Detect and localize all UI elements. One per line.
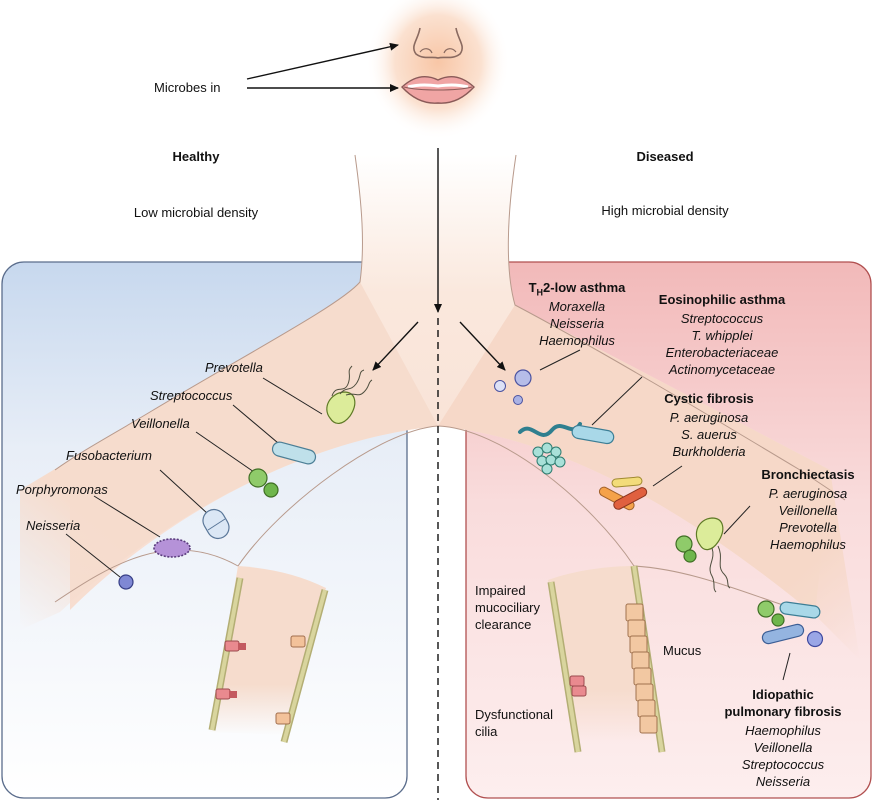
porphyromonas-bacterium-icon: [153, 538, 191, 558]
eosinophilic-bacteria-cluster-icon: [518, 422, 615, 475]
arrows: [246, 42, 506, 371]
neisseria-label: Neisseria: [26, 518, 81, 533]
prevotella-label: Prevotella: [205, 360, 263, 375]
arrow-to-nose: [246, 42, 399, 80]
leader-lines: [65, 349, 791, 681]
streptococcus-label: Streptococcus: [150, 388, 233, 403]
mucus-label: Mucus: [663, 643, 702, 658]
th2-bacteria-cluster-icon: [494, 369, 532, 405]
veillonella-bacterium-icon: [248, 468, 279, 498]
airway: [20, 154, 860, 742]
neisseria-bacterium-icon: [118, 574, 134, 590]
diseased-epithelium: [547, 565, 666, 753]
arrow-to-diseased: [459, 321, 506, 371]
prevotella-bacterium-icon: [326, 365, 373, 424]
healthy-density-label: Low microbial density: [133, 205, 259, 220]
fusobacterium-label: Fusobacterium: [66, 448, 152, 463]
healthy-epithelium: [208, 577, 329, 743]
microbes-in-label: Microbes in: [154, 80, 221, 95]
streptococcus-bacterium-icon: [271, 441, 317, 465]
cystic-fibrosis-title: Cystic fibrosis: [664, 391, 754, 406]
healthy-title: Healthy: [172, 149, 220, 164]
cilia-cell-icon: [224, 640, 246, 652]
porphyromonas-label: Porphyromonas: [16, 482, 108, 497]
cilia-cell-icon: [569, 675, 587, 697]
fusobacterium-bacterium-icon: [202, 508, 230, 540]
eosinophilic-asthma-title: Eosinophilic asthma: [658, 292, 786, 307]
goblet-cell-icon: [275, 712, 291, 725]
bronchiectasis-bacteria-icon: [675, 517, 731, 593]
goblet-cell-icon: [290, 635, 306, 648]
cilia-cell-icon: [215, 688, 237, 700]
th2-low-asthma-title: TH2-low asthma: [528, 280, 626, 298]
cystic-fibrosis-bacteria-icon: [598, 476, 648, 511]
veillonella-label: Veillonella: [131, 416, 190, 431]
bronchiectasis-title: Bronchiectasis: [761, 467, 855, 482]
arrow-to-healthy: [372, 321, 419, 371]
face-icon: [366, 0, 510, 140]
diseased-density-label: High microbial density: [601, 203, 729, 218]
diseased-title: Diseased: [636, 149, 694, 164]
ipf-bacteria-icon: [757, 600, 824, 648]
mucus-cells-icon: [625, 603, 658, 734]
